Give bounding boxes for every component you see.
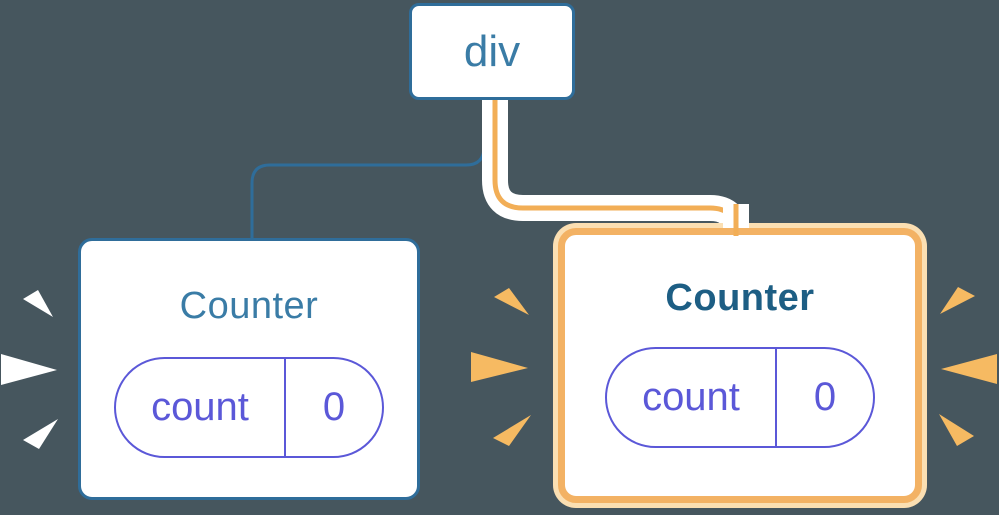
sparkle-ray-icon — [941, 354, 997, 384]
tree-node-div-label: div — [463, 26, 521, 76]
sparkle-ray-icon — [940, 287, 975, 314]
counter-card-right-title: Counter — [665, 277, 815, 319]
sparkle-ray-icon — [471, 352, 528, 382]
counter-card-right-highlighted: Counter count 0 — [558, 228, 922, 503]
sparkle-ray-icon — [23, 290, 53, 317]
state-key-label: count — [116, 359, 286, 456]
sparkle-ray-icon — [23, 419, 58, 449]
tree-node-div: div — [409, 3, 575, 100]
sparkle-ray-icon — [493, 415, 531, 446]
edge-root-to-left-counter — [250, 96, 486, 242]
sparkle-ray-icon — [939, 414, 974, 446]
counter-card-left-title: Counter — [179, 285, 319, 327]
sparkle-ray-icon — [494, 288, 529, 315]
state-value-label: 0 — [322, 385, 346, 429]
state-badge: count 0 — [605, 347, 875, 448]
state-badge: count 0 — [114, 357, 384, 458]
state-key-label: count — [607, 349, 777, 446]
counter-card-left: Counter count 0 — [78, 238, 420, 500]
state-value-label: 0 — [813, 375, 837, 419]
sparkle-ray-icon — [1, 354, 57, 385]
